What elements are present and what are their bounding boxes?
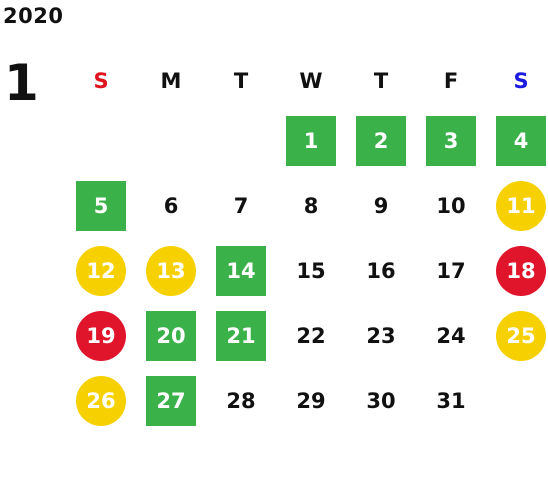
day-number: 30 [366,388,396,413]
day-number: 19 [76,310,126,361]
day-number: 13 [146,245,196,296]
month-number: 1 [4,54,39,112]
day-number: 18 [496,245,546,296]
day-number: 23 [366,323,396,348]
weekday-header: M [160,69,182,93]
day-cell[interactable]: 16 [346,238,416,303]
empty-cell [206,108,276,173]
day-number: 24 [436,323,466,348]
day-cell[interactable]: 8 [276,173,346,238]
day-cell[interactable]: 23 [346,303,416,368]
day-cell[interactable]: 11 [486,173,548,238]
day-number: 27 [146,375,196,426]
day-cell[interactable]: 18 [486,238,548,303]
day-number: 21 [216,310,266,361]
day-number: 4 [496,115,546,166]
day-cell[interactable]: 15 [276,238,346,303]
year-label: 2020 [3,4,64,28]
day-cell[interactable]: 12 [66,238,136,303]
day-number: 2 [356,115,406,166]
day-number: 12 [76,245,126,296]
day-number: 8 [303,193,319,218]
weekday-header: W [299,69,323,93]
day-cell[interactable]: 30 [346,368,416,433]
day-cell[interactable]: 10 [416,173,486,238]
day-cell[interactable]: 1 [276,108,346,173]
weekday-header: S [93,69,109,93]
day-number: 22 [296,323,326,348]
day-cell[interactable]: 4 [486,108,548,173]
day-number: 9 [373,193,389,218]
day-number: 25 [496,310,546,361]
day-cell[interactable]: 28 [206,368,276,433]
day-number: 15 [296,258,326,283]
day-number: 11 [496,180,546,231]
day-cell[interactable]: 6 [136,173,206,238]
day-cell[interactable]: 27 [136,368,206,433]
weekday-header: T [373,69,389,93]
day-number: 6 [163,193,179,218]
day-number: 16 [366,258,396,283]
day-cell[interactable]: 17 [416,238,486,303]
weekday-header: F [443,69,459,93]
day-number: 29 [296,388,326,413]
weekday-header: T [233,69,249,93]
day-number: 5 [76,180,126,231]
day-cell[interactable]: 7 [206,173,276,238]
day-cell[interactable]: 2 [346,108,416,173]
empty-cell [136,108,206,173]
day-cell[interactable]: 29 [276,368,346,433]
day-number: 1 [286,115,336,166]
day-number: 17 [436,258,466,283]
day-cell[interactable]: 5 [66,173,136,238]
day-cell[interactable]: 13 [136,238,206,303]
day-number: 7 [233,193,249,218]
empty-cell [66,108,136,173]
day-number: 20 [146,310,196,361]
day-cell[interactable]: 21 [206,303,276,368]
day-cell[interactable]: 26 [66,368,136,433]
day-number: 31 [436,388,466,413]
day-number: 3 [426,115,476,166]
day-cell[interactable]: 19 [66,303,136,368]
day-cell[interactable]: 14 [206,238,276,303]
day-number: 10 [436,193,466,218]
day-cell[interactable]: 20 [136,303,206,368]
day-cell[interactable]: 24 [416,303,486,368]
day-cell[interactable]: 31 [416,368,486,433]
day-cell[interactable]: 22 [276,303,346,368]
day-number: 28 [226,388,256,413]
weekday-header: S [513,69,529,93]
day-number: 26 [76,375,126,426]
day-number: 14 [216,245,266,296]
day-cell[interactable]: 25 [486,303,548,368]
day-cell[interactable]: 3 [416,108,486,173]
day-cell[interactable]: 9 [346,173,416,238]
